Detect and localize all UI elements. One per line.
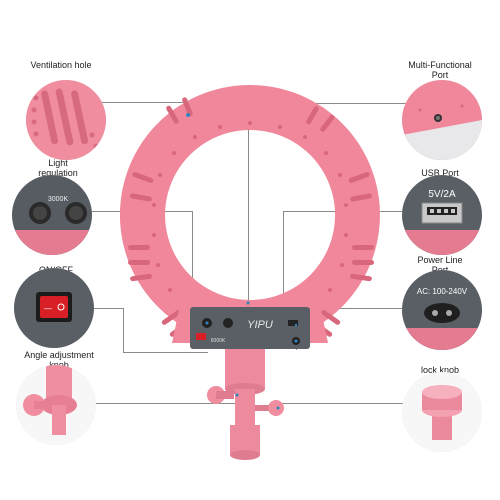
svg-text:—: — <box>44 304 52 313</box>
light-regulation-callout: 3000K <box>12 175 92 255</box>
angle-adjustment-callout <box>16 365 96 445</box>
label-usb-port: USB Port <box>421 168 459 178</box>
ring-light: 6000K YIPU <box>119 85 380 460</box>
brand-logo: YIPU <box>247 319 273 331</box>
light-regulation-value: 3000K <box>48 196 69 203</box>
label-ventilation-hole: Ventilation hole <box>30 60 92 70</box>
label-lock-knob: lock knob <box>420 365 460 375</box>
on-off-callout: — <box>14 268 94 348</box>
power-spec: AC: 100-240V <box>417 287 468 296</box>
usb-port-callout: 5V/2A <box>402 175 482 255</box>
power-line-port-callout: AC: 100-240V <box>402 270 482 350</box>
lock-knob-callout <box>402 372 482 452</box>
label-multi-functional-port: Multi-Functional Port <box>408 60 472 80</box>
ventilation-hole-callout <box>26 80 106 160</box>
control-label: 6000K <box>211 338 226 344</box>
usb-spec: 5V/2A <box>428 189 456 200</box>
label-light-regulation: Light regulation <box>38 158 78 178</box>
multi-functional-port-callout <box>402 80 482 160</box>
